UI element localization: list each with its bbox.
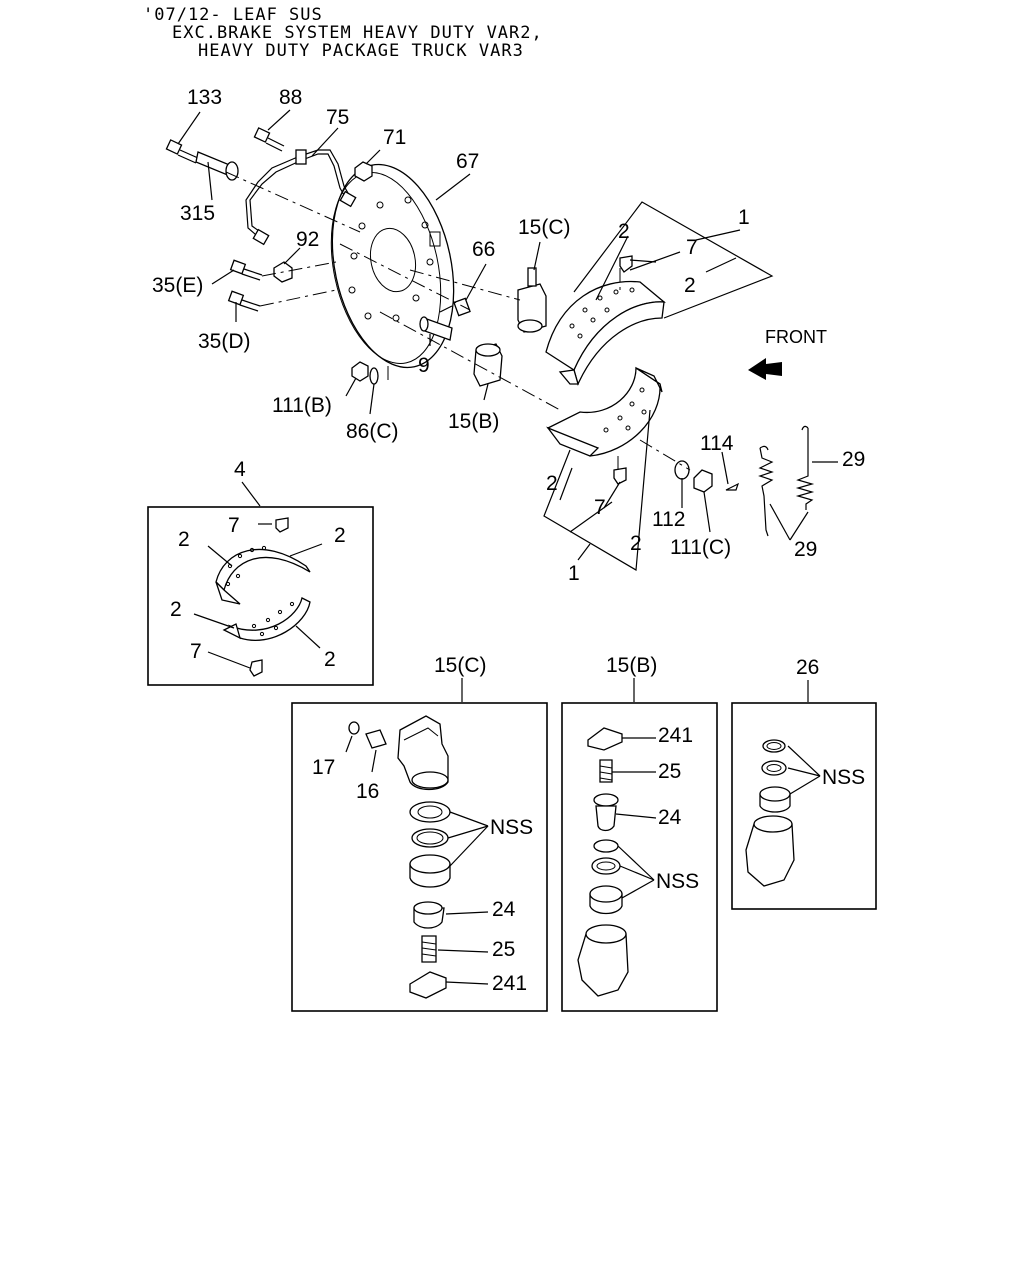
kit-4-callout-2-c: 2	[170, 598, 182, 621]
box-15b-callout-25: 25	[658, 760, 681, 783]
kit-4-title: 4	[234, 458, 246, 481]
callout-75: 75	[326, 106, 349, 129]
wheel-cylinder-15b	[473, 343, 503, 387]
kit-box-4: 4 7 2 2 2 2 7	[147, 458, 374, 686]
front-label: FRONT	[765, 327, 827, 347]
kit-4-callout-2-b: 2	[334, 524, 346, 547]
kit-4-callout-7-b: 7	[190, 640, 202, 663]
callout-29-b: 29	[794, 538, 817, 561]
callout-15c: 15(C)	[518, 216, 571, 239]
callout-2-b: 2	[684, 274, 696, 297]
pin-315	[195, 151, 239, 181]
brake-pipe	[245, 149, 357, 246]
box-15b: 15(B) 241 25 24 NSS	[561, 654, 718, 1012]
box-15c-callout-16: 16	[356, 780, 379, 803]
stud-7-lower	[613, 467, 627, 485]
pin-114	[725, 482, 740, 491]
callout-315: 315	[180, 202, 215, 225]
callout-86c: 86(C)	[346, 420, 399, 443]
callout-92: 92	[296, 228, 319, 251]
spring-29-right	[795, 425, 815, 510]
callout-111b: 111(B)	[272, 394, 332, 417]
stud-7-upper	[619, 255, 633, 273]
header-line-3: HEAVY DUTY PACKAGE TRUCK VAR3	[198, 41, 524, 61]
callout-7-a: 7	[686, 236, 698, 259]
callout-15b: 15(B)	[448, 410, 499, 433]
box-15c-callout-241: 241	[492, 972, 527, 995]
brake-backing-plate	[330, 163, 455, 369]
box-15c-callout-24: 24	[492, 898, 516, 921]
callout-7-b: 7	[594, 496, 606, 519]
callout-133: 133	[187, 86, 222, 109]
callout-1-b: 1	[568, 562, 580, 585]
callout-2-a: 2	[618, 220, 630, 243]
bolt-35d	[227, 290, 261, 312]
header-line-2: EXC.BRAKE SYSTEM HEAVY DUTY VAR2,	[172, 23, 543, 43]
callout-2-c: 2	[546, 472, 558, 495]
box-15b-title: 15(B)	[606, 654, 657, 677]
callout-9: 9	[418, 354, 430, 377]
callout-29-a: 29	[842, 448, 865, 471]
box-15b-callout-24: 24	[658, 806, 682, 829]
callout-2-d: 2	[630, 532, 642, 555]
box-15c-callout-25: 25	[492, 938, 515, 961]
nut-111b	[351, 361, 369, 382]
adjuster-9	[419, 316, 453, 341]
leader-lines	[177, 109, 838, 571]
washer-112	[674, 460, 690, 480]
callout-35e: 35(E)	[152, 274, 203, 297]
callout-1-a: 1	[738, 206, 750, 229]
box-15c-callout-17: 17	[312, 756, 335, 779]
washer-86c	[369, 367, 379, 385]
box-15c-callout-nss: NSS	[490, 816, 533, 839]
callout-111c: 111(C)	[670, 536, 731, 559]
kit-4-callout-2-a: 2	[178, 528, 190, 551]
header-line-1: '07/12- LEAF SUS	[143, 5, 323, 25]
bolt-88	[253, 127, 285, 152]
bolt-133	[165, 139, 199, 164]
box-26-title: 26	[796, 656, 819, 679]
kit-4-callout-7-a: 7	[228, 514, 240, 537]
callout-71: 71	[383, 126, 406, 149]
box-15b-callout-241: 241	[658, 724, 693, 747]
nut-71	[354, 161, 373, 182]
callout-67: 67	[456, 150, 479, 173]
callouts: 133 88 75 71 67 315 92 35(E) 35(D) 66 15…	[152, 86, 865, 585]
box-15b-callout-nss: NSS	[656, 870, 699, 893]
brake-shoe-lower	[546, 366, 663, 457]
wheel-cylinder-15c	[517, 267, 547, 333]
box-26: 26 NSS	[731, 656, 877, 910]
callout-66: 66	[472, 238, 495, 261]
callout-35d: 35(D)	[198, 330, 251, 353]
callout-112: 112	[652, 508, 685, 531]
bolt-35e	[229, 259, 263, 281]
box-15c-title: 15(C)	[434, 654, 487, 677]
box-15c: 15(C) 17 16 NSS 24 25 241	[291, 654, 548, 1012]
kit-4-callout-2-d: 2	[324, 648, 336, 671]
callout-114: 114	[700, 432, 734, 455]
box-26-callout-nss: NSS	[822, 766, 865, 789]
nut-111c	[693, 469, 713, 493]
brake-shoe-upper	[545, 280, 666, 386]
callout-88: 88	[279, 86, 302, 109]
center-lines	[225, 171, 691, 471]
spring-29-left	[758, 445, 774, 537]
front-arrow-icon	[748, 358, 782, 380]
bolt-66	[439, 297, 471, 317]
